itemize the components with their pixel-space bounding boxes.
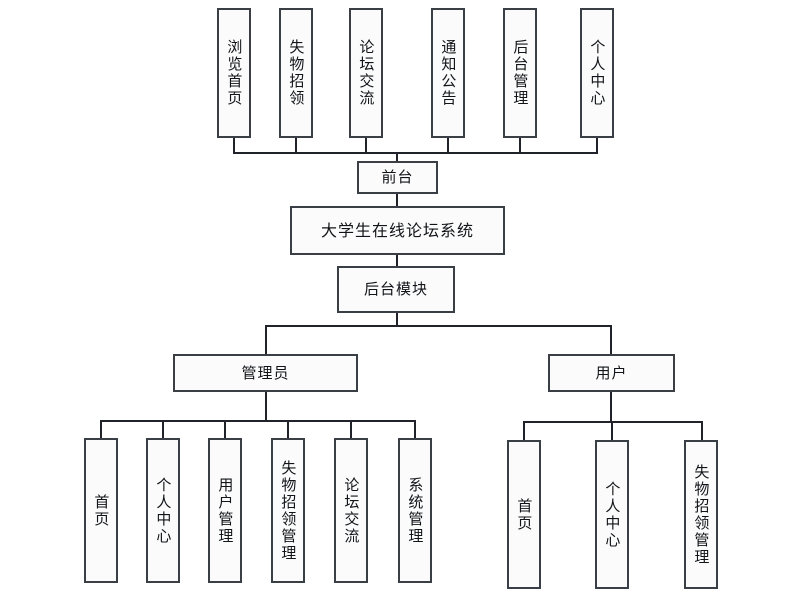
- node-label: 后台模块: [363, 280, 428, 299]
- connector-admin-child-stub-2: [224, 420, 226, 438]
- connector-admin-child-stub-0: [100, 420, 102, 438]
- node-frontend-child-4[interactable]: 后台管理: [503, 8, 537, 138]
- connector-user-child-stub-0: [523, 421, 525, 440]
- node-frontend-child-0[interactable]: 浏览首页: [217, 8, 251, 138]
- node-label: 论坛交流: [342, 476, 361, 545]
- node-admin-child-4[interactable]: 论坛交流: [334, 438, 368, 583]
- node-label: 个人中心: [154, 476, 173, 545]
- node-label: 后台管理: [511, 39, 530, 107]
- node-admin-child-1[interactable]: 个人中心: [146, 438, 180, 583]
- connector-admin-bus: [100, 420, 416, 422]
- node-role-admin[interactable]: 管理员: [173, 354, 358, 392]
- connector-role-bus: [265, 325, 612, 327]
- connector-admin-child-stub-5: [414, 420, 416, 438]
- node-label: 用户管理: [216, 476, 235, 545]
- node-user-child-0[interactable]: 首页: [507, 440, 541, 589]
- node-user-child-2[interactable]: 失物招领管理: [684, 440, 718, 589]
- node-frontend-child-1[interactable]: 失物招领: [279, 8, 313, 138]
- node-user-child-1[interactable]: 个人中心: [595, 440, 629, 589]
- connector-admin-child-stub-4: [350, 420, 352, 438]
- connector-frontend-stub-3: [447, 138, 449, 153]
- node-label: 前台: [381, 168, 414, 187]
- node-backend-module[interactable]: 后台模块: [337, 266, 455, 313]
- connector-frontend-stub-1: [295, 138, 297, 153]
- node-label: 个人中心: [588, 39, 607, 107]
- node-label: 用户: [595, 363, 628, 382]
- connector-backend-down: [396, 313, 398, 326]
- connector-frontend-to-root: [396, 194, 398, 206]
- node-label: 论坛交流: [357, 39, 376, 107]
- connector-user-bus: [523, 421, 703, 423]
- node-label: 首页: [92, 493, 111, 528]
- connector-frontend-stub-0: [233, 138, 235, 153]
- node-frontend-child-2[interactable]: 论坛交流: [349, 8, 383, 138]
- node-label: 个人中心: [603, 480, 622, 549]
- connector-user-child-stub-1: [611, 421, 613, 440]
- node-admin-child-5[interactable]: 系统管理: [398, 438, 432, 583]
- connector-admin-child-stub-1: [162, 420, 164, 438]
- connector-role-stub-admin: [265, 325, 267, 354]
- connector-frontend-stub-2: [365, 138, 367, 153]
- node-admin-child-2[interactable]: 用户管理: [208, 438, 242, 583]
- node-label: 大学生在线论坛系统: [320, 220, 474, 240]
- connector-frontend-stub-4: [519, 138, 521, 153]
- node-frontend[interactable]: 前台: [357, 161, 438, 194]
- node-frontend-child-3[interactable]: 通知公告: [431, 8, 465, 138]
- node-label: 失物招领管理: [279, 459, 298, 562]
- node-label: 首页: [515, 497, 534, 532]
- node-label: 管理员: [241, 363, 290, 382]
- node-label: 失物招领: [287, 39, 306, 107]
- node-admin-child-3[interactable]: 失物招领管理: [271, 438, 305, 583]
- connector-root-to-backend: [396, 255, 398, 266]
- node-root-system[interactable]: 大学生在线论坛系统: [290, 206, 505, 255]
- connector-bus-to-frontend: [396, 152, 398, 163]
- connector-user-child-stub-2: [701, 421, 703, 440]
- connector-user-down: [610, 392, 612, 422]
- connector-frontend-stub-5: [596, 138, 598, 153]
- connector-role-stub-user: [610, 325, 612, 354]
- node-label: 通知公告: [439, 39, 458, 107]
- node-admin-child-0[interactable]: 首页: [84, 438, 118, 583]
- connector-frontend-bus: [233, 152, 598, 154]
- connector-admin-down: [265, 392, 267, 421]
- node-label: 失物招领管理: [692, 463, 711, 566]
- node-frontend-child-5[interactable]: 个人中心: [580, 8, 614, 138]
- node-label: 系统管理: [406, 476, 425, 545]
- node-label: 浏览首页: [225, 39, 244, 107]
- connector-admin-child-stub-3: [287, 420, 289, 438]
- node-role-user[interactable]: 用户: [548, 354, 675, 392]
